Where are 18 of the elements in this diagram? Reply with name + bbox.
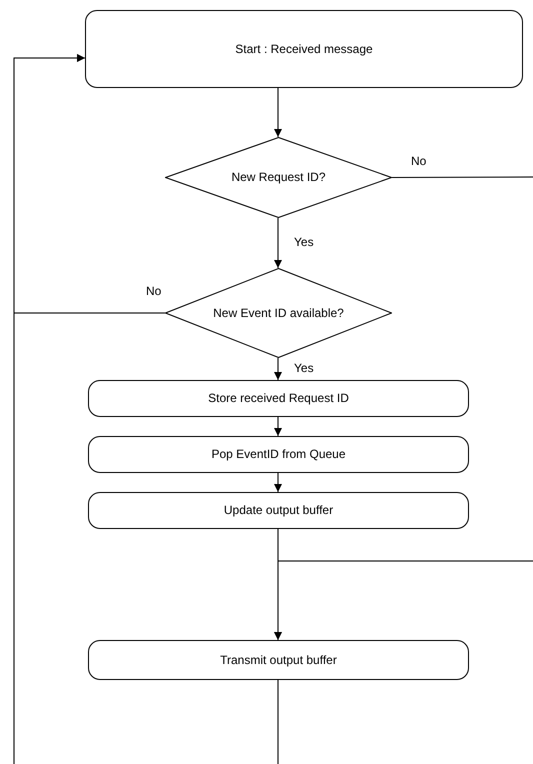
arrow xyxy=(274,218,282,268)
node-text: New Event ID available? xyxy=(213,306,344,320)
arrow xyxy=(274,472,282,492)
arrow xyxy=(14,54,86,764)
arrow xyxy=(274,560,533,640)
arrow xyxy=(274,416,282,436)
arrow xyxy=(274,358,282,380)
node-text: Start : Received message xyxy=(235,42,373,56)
node-text: Store received Request ID xyxy=(208,391,349,406)
node-text: Pop EventID from Queue xyxy=(211,447,346,462)
node-text: Transmit output buffer xyxy=(220,652,337,668)
node-text: Update output buffer xyxy=(224,503,334,518)
edge-label: No xyxy=(145,285,162,297)
edge-label: Yes xyxy=(293,236,315,248)
edge-label: Yes xyxy=(293,362,315,374)
arrow xyxy=(274,88,282,138)
edge-label: No xyxy=(410,155,428,167)
node-text: New Request ID? xyxy=(231,170,326,185)
